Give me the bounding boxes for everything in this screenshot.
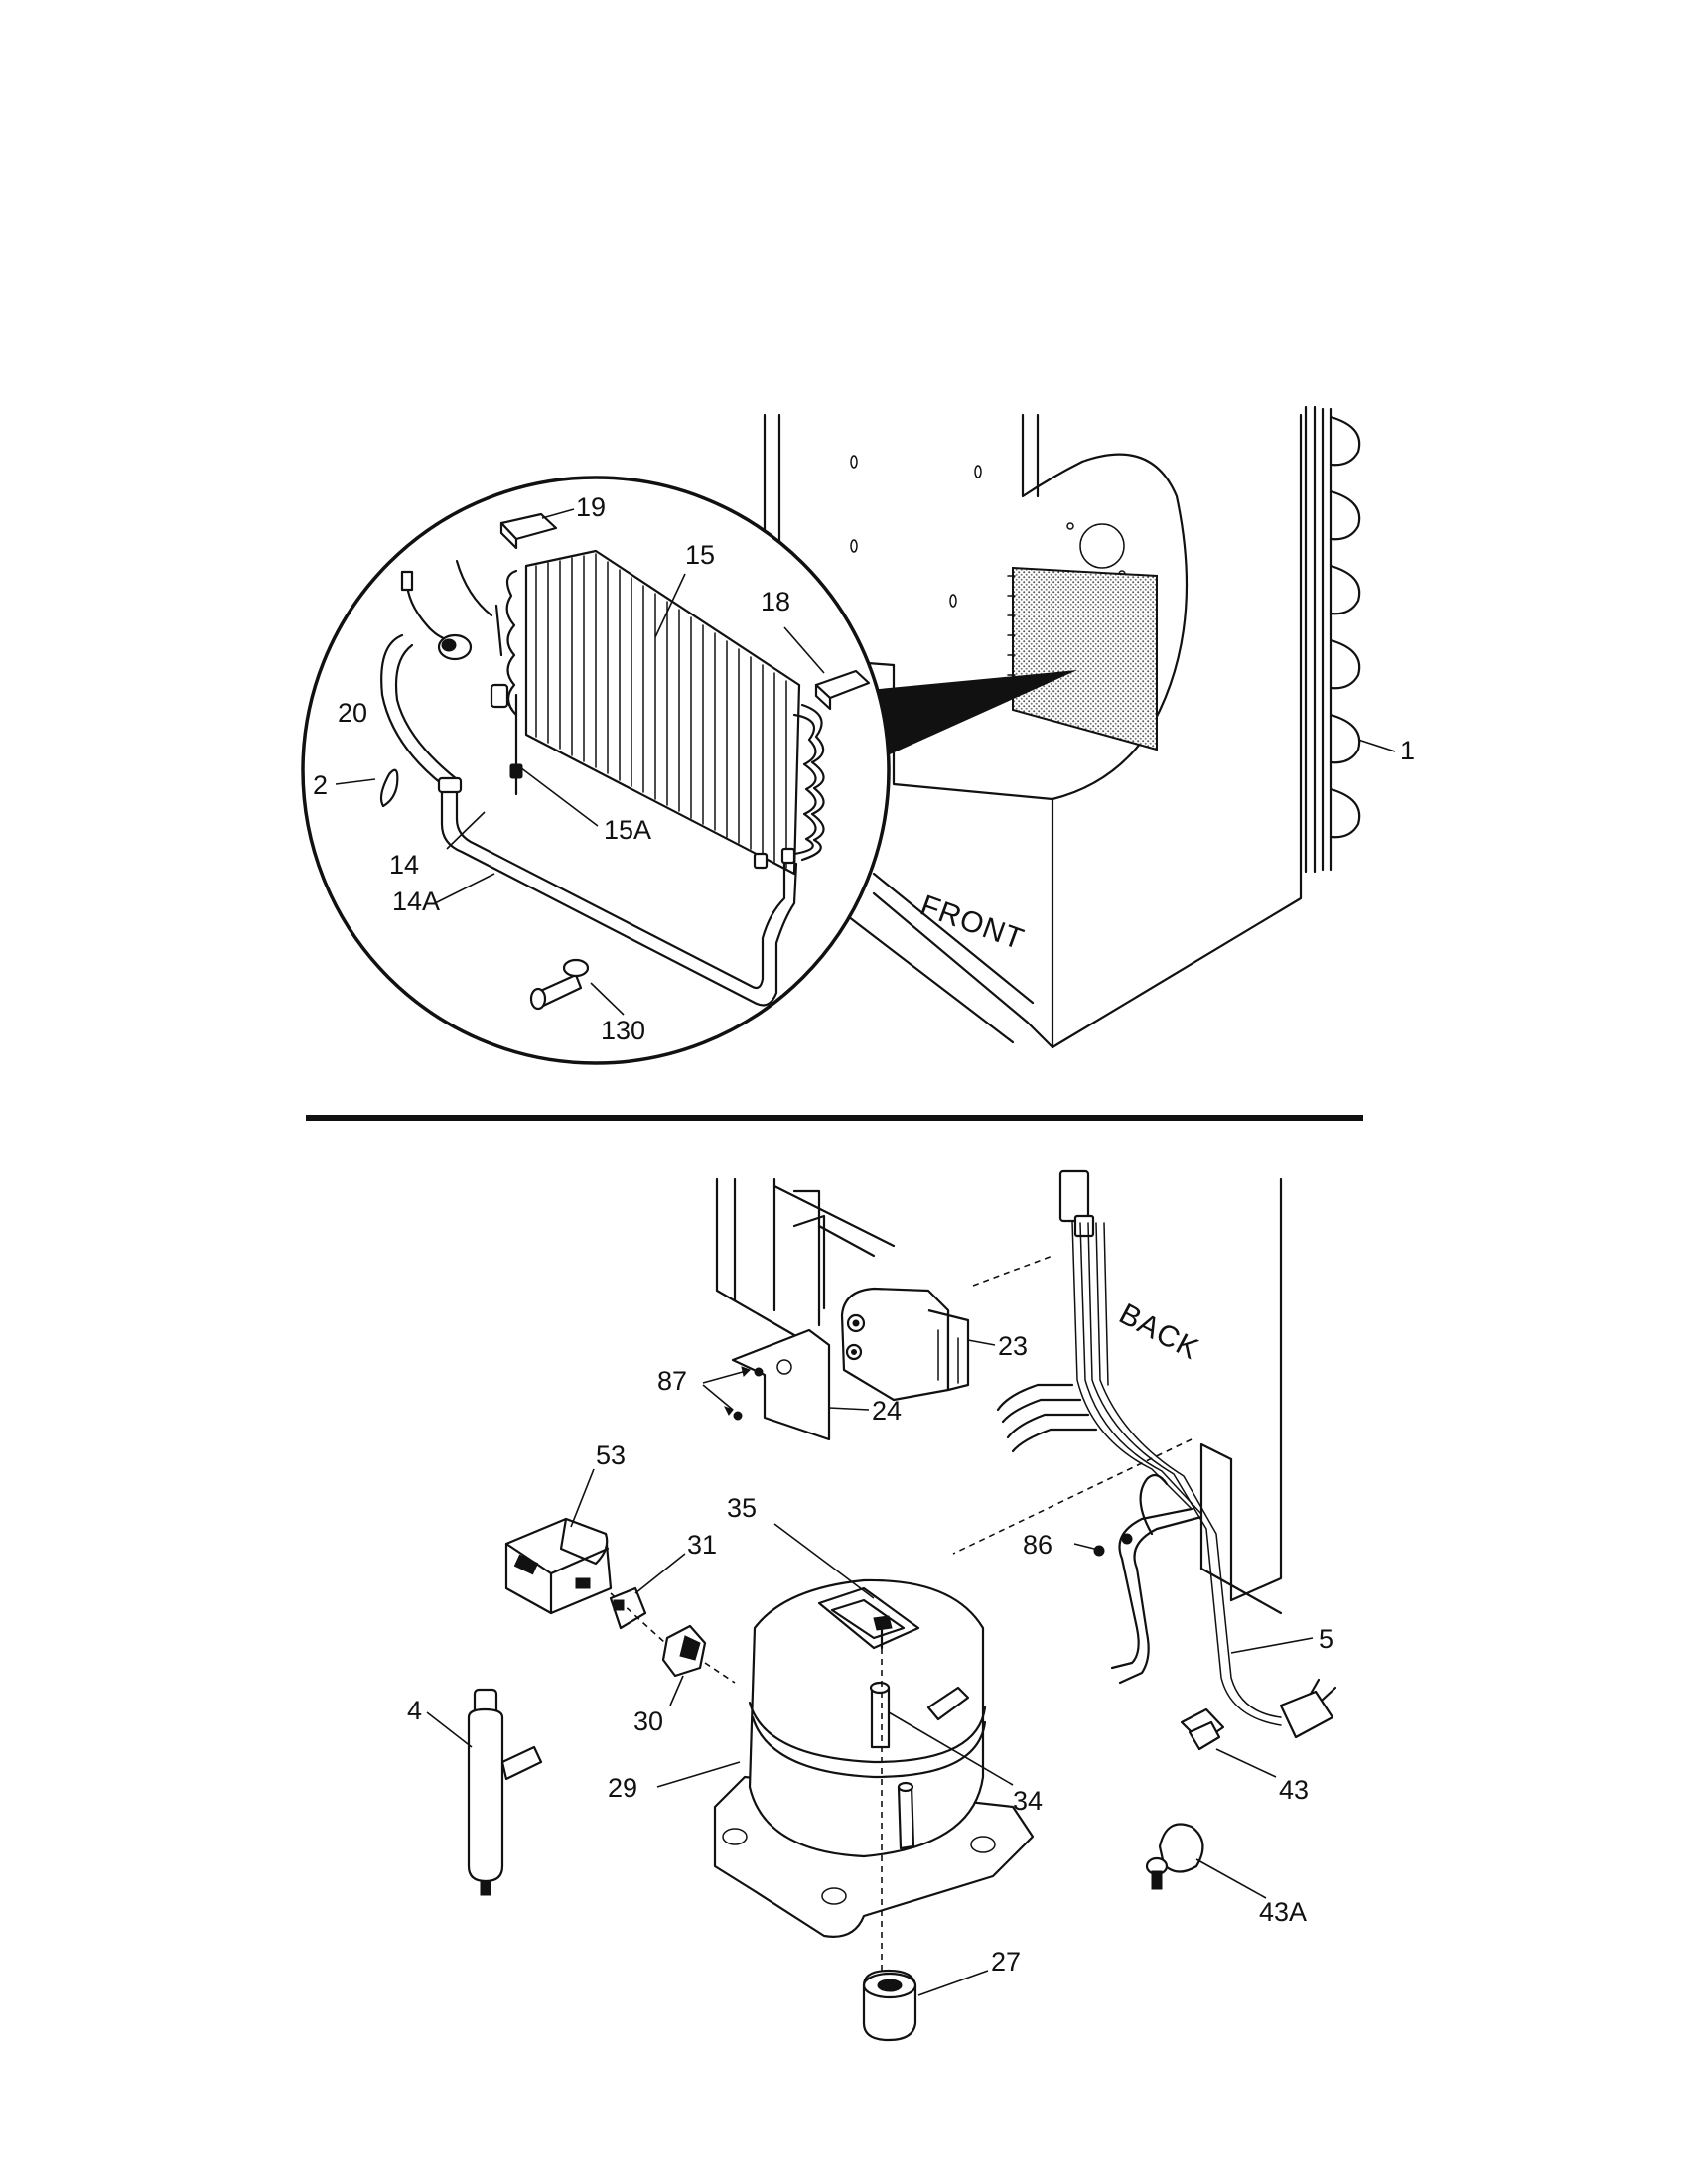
callout-wedge [869, 670, 1077, 759]
compressor [656, 1523, 1035, 1985]
filter-drier [426, 1688, 543, 1896]
callout-5: 5 [1319, 1624, 1333, 1654]
relay-cover [504, 1468, 613, 1615]
callout-15: 15 [685, 540, 715, 570]
machine-compartment-cabinet [715, 1177, 1283, 1615]
callout-34: 34 [1013, 1786, 1043, 1816]
power-cord [996, 1169, 1337, 1739]
callout-43a: 43A [1259, 1897, 1307, 1927]
cabinet-illustration [763, 413, 1303, 1049]
section-divider [306, 1115, 1363, 1121]
condenser-coil [1304, 405, 1396, 874]
evaporator-in-cabinet [1007, 566, 1158, 751]
overload-protector [610, 1592, 736, 1706]
grommet [862, 1969, 989, 2042]
callout-1: 1 [1400, 736, 1415, 765]
callout-35: 35 [727, 1493, 757, 1523]
heater-clip-130 [529, 958, 625, 1016]
defrost-thermostat [400, 559, 493, 661]
callout-19: 19 [576, 492, 606, 522]
cord-clip [1180, 1707, 1277, 1778]
timer-bracket [731, 1328, 870, 1441]
callout-86: 86 [1023, 1530, 1052, 1560]
callout-87: 87 [657, 1366, 687, 1396]
pad-part-19 [499, 508, 575, 550]
callout-2: 2 [313, 770, 328, 800]
callout-27: 27 [991, 1947, 1021, 1977]
start-relay [609, 1553, 686, 1630]
callout-43: 43 [1279, 1775, 1309, 1805]
defrost-heater-terminal [490, 604, 599, 827]
ground-screw [1073, 1473, 1169, 1557]
callout-23: 23 [998, 1331, 1028, 1361]
back-label: BACK [1114, 1297, 1204, 1366]
callout-29: 29 [608, 1773, 637, 1803]
callout-4: 4 [407, 1696, 422, 1725]
callout-130: 130 [601, 1016, 645, 1045]
callout-53: 53 [596, 1440, 626, 1470]
tube-clamp [1145, 1823, 1267, 1899]
clip-part [335, 768, 399, 808]
callout-15a: 15A [604, 815, 651, 845]
front-label: FRONT [916, 889, 1029, 957]
callout-14a: 14A [392, 887, 440, 916]
callout-24: 24 [872, 1396, 902, 1426]
callout-20: 20 [338, 698, 367, 728]
callout-31: 31 [687, 1530, 717, 1560]
callout-30: 30 [633, 1706, 663, 1736]
defrost-timer [840, 1287, 996, 1402]
leader-15 [654, 573, 686, 638]
evaporator-coil [505, 549, 825, 876]
callout-18: 18 [761, 587, 790, 616]
mounting-screws [702, 1366, 764, 1421]
pad-part-18 [783, 626, 871, 711]
callout-14: 14 [389, 850, 419, 880]
defrost-heater-tube [380, 633, 798, 1007]
